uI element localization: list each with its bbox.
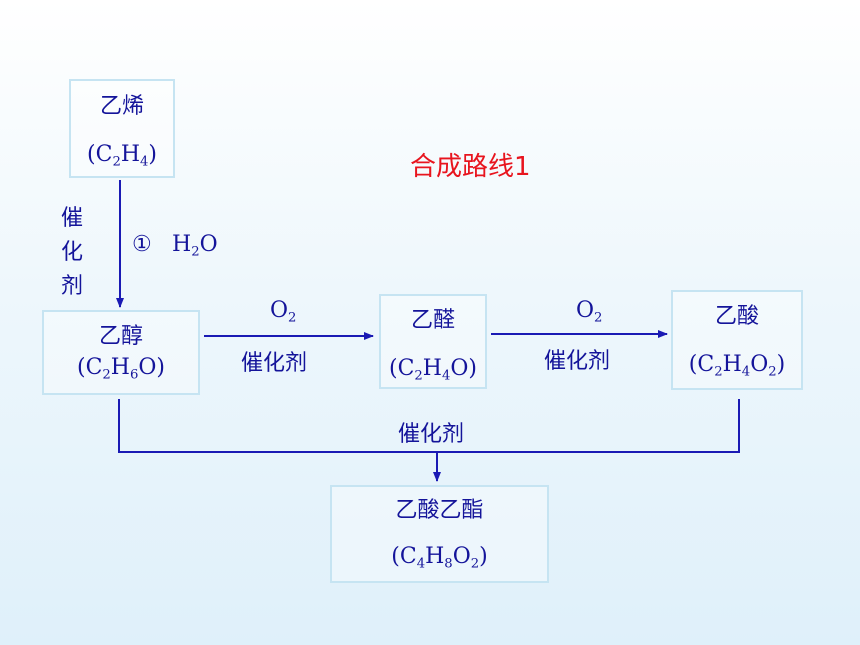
step3-catalyst: 催化剂: [544, 349, 611, 374]
step1-catalyst-char-1: 催: [61, 206, 84, 231]
acetaldehyde-formula: (C2H4O): [388, 356, 478, 384]
step1-circled-number: ①: [132, 232, 152, 257]
step1-catalyst-char-3: 剂: [61, 274, 84, 299]
ethylene-name: 乙烯: [99, 94, 144, 119]
ethyl-acetate-box: 乙酸乙酯 (C4H8O2): [330, 485, 549, 583]
diagram-title: 合成路线1: [410, 152, 531, 182]
bracket-ethanol-acetic-acid: [118, 399, 740, 453]
acetic-acid-box: 乙酸 (C2H4O2): [671, 290, 803, 390]
acetaldehyde-name: 乙醛: [410, 308, 455, 333]
step3-reagent: O2: [576, 298, 603, 326]
step1-catalyst-char-2: 化: [61, 240, 84, 265]
step2-catalyst: 催化剂: [241, 351, 308, 376]
ethyl-acetate-formula: (C4H8O2): [391, 544, 488, 572]
step1-reagent: H2O: [172, 232, 218, 260]
ethanol-box: 乙醇 (C2H6O): [42, 310, 200, 395]
acetic-acid-name: 乙酸: [714, 304, 759, 329]
step4-catalyst: 催化剂: [398, 422, 465, 447]
ethylene-formula: (C2H4): [87, 142, 157, 170]
ethanol-name: 乙醇: [98, 324, 143, 349]
ethanol-formula: (C2H6O): [76, 355, 166, 383]
acetaldehyde-box: 乙醛 (C2H4O): [379, 294, 487, 389]
step2-reagent: O2: [270, 298, 297, 326]
ethyl-acetate-name: 乙酸乙酯: [395, 498, 484, 523]
ethylene-box: 乙烯 (C2H4): [69, 79, 175, 178]
acetic-acid-formula: (C2H4O2): [688, 352, 786, 380]
